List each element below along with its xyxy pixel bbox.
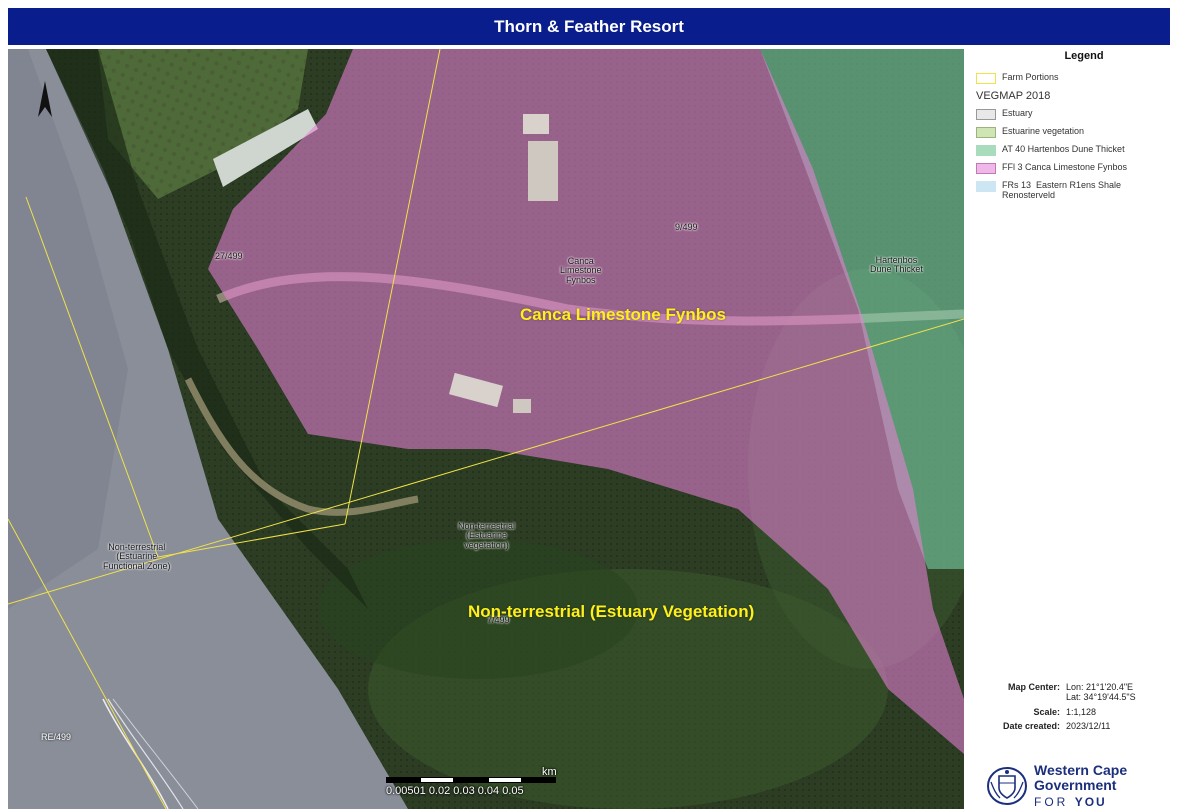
legend-item-eastern-shale-renosterveld: FRs 13 Eastern R1ens Shale Renosterveld: [976, 180, 1172, 201]
map-info-panel: Map Center: Lon: 21°1'20.4"E Lat: 34°19'…: [976, 682, 1172, 735]
legend-swatch: [976, 127, 996, 138]
scale-ticks: 0.00501 0.02 0.03 0.04 0.05: [386, 785, 524, 797]
portion-label-27-499: 27/499: [215, 251, 243, 261]
legend-item-hartenbos-dune-thicket: AT 40 Hartenbos Dune Thicket: [976, 144, 1172, 156]
vegetation-label-functional-zone: Non-terrestrial (Estuarine Functional Zo…: [103, 542, 171, 571]
date-created-label: Date created:: [1002, 721, 1060, 732]
logo-line-2: Government: [1034, 777, 1117, 793]
legend-label: Estuary: [1002, 108, 1033, 118]
legend-item-estuarine-vegetation: Estuarine vegetation: [976, 126, 1172, 138]
scale-unit: km: [542, 766, 557, 778]
legend-title: Legend: [1064, 50, 1104, 62]
western-cape-government-logo: Western Cape Government FOR YOU: [986, 762, 1172, 809]
date-created-value: 2023/12/11: [1066, 721, 1111, 732]
portion-label-7-499: 7/499: [487, 615, 510, 625]
legend-item-canca-limestone-fynbos: FFl 3 Canca Limestone Fynbos: [976, 162, 1172, 174]
logo-tagline-you: YOU: [1074, 794, 1107, 809]
legend-label: Farm Portions: [1002, 72, 1059, 82]
map-center-lat: Lat: 34°19'44.5"S: [1066, 692, 1136, 703]
legend-item-farm-portions: Farm Portions: [976, 72, 1172, 84]
scale-label: Scale:: [1033, 706, 1060, 717]
legend-swatch: [976, 163, 996, 174]
logo-tagline-for: FOR: [1034, 794, 1069, 809]
logo-line-1: Western Cape: [1034, 762, 1128, 779]
vegetation-label-hartenbos: Hartenbos Dune Thicket: [870, 255, 923, 275]
map-center-lon: Lon: 21°1'20.4"E: [1066, 682, 1134, 692]
legend-label: FFl 3 Canca Limestone Fynbos: [1002, 162, 1128, 172]
map-center-label: Map Center:: [1007, 682, 1060, 692]
portion-label-re-499: RE/499: [41, 732, 72, 742]
legend-item-estuary: Estuary: [976, 108, 1172, 120]
logo-tagline: FOR YOU: [1034, 795, 1127, 809]
legend-group-title: VEGMAP 2018: [976, 90, 1051, 102]
legend-label: AT 40 Hartenbos Dune Thicket: [1002, 144, 1125, 154]
scale-bar: km 0.00501 0.02 0.03 0.04 0.05: [386, 766, 557, 805]
region-label-canca: Canca Limestone Fynbos: [520, 305, 726, 324]
legend-swatch: [976, 109, 996, 120]
vegetation-label-canca: Canca Limestone Fynbos: [560, 256, 602, 285]
map-canvas[interactable]: 27/499 9/499 7/499 RE/499 Canca Limeston…: [8, 49, 964, 809]
legend-swatch: [976, 73, 996, 84]
legend-swatch: [976, 181, 996, 192]
north-arrow-icon: [38, 81, 52, 117]
legend-label: FRs 13 Eastern R1ens Shale Renosterveld: [1002, 180, 1122, 201]
vegetation-label-estuarine: Non-terrestrial (Estuarine vegetation): [458, 521, 516, 550]
map-title: Thorn & Feather Resort: [8, 8, 1170, 45]
legend-panel: Legend Farm Portions VEGMAP 2018 Estuary…: [976, 50, 1172, 207]
scale-value: 1:1,128: [1066, 706, 1097, 717]
region-label-estuary: Non-terrestrial (Estuary Vegetation): [468, 602, 755, 621]
coat-of-arms-icon: [987, 767, 1027, 805]
legend-swatch: [976, 145, 996, 156]
portion-label-9-499: 9/499: [675, 222, 698, 232]
map-imagery: [8, 49, 964, 809]
legend-label: Estuarine vegetation: [1002, 126, 1085, 136]
